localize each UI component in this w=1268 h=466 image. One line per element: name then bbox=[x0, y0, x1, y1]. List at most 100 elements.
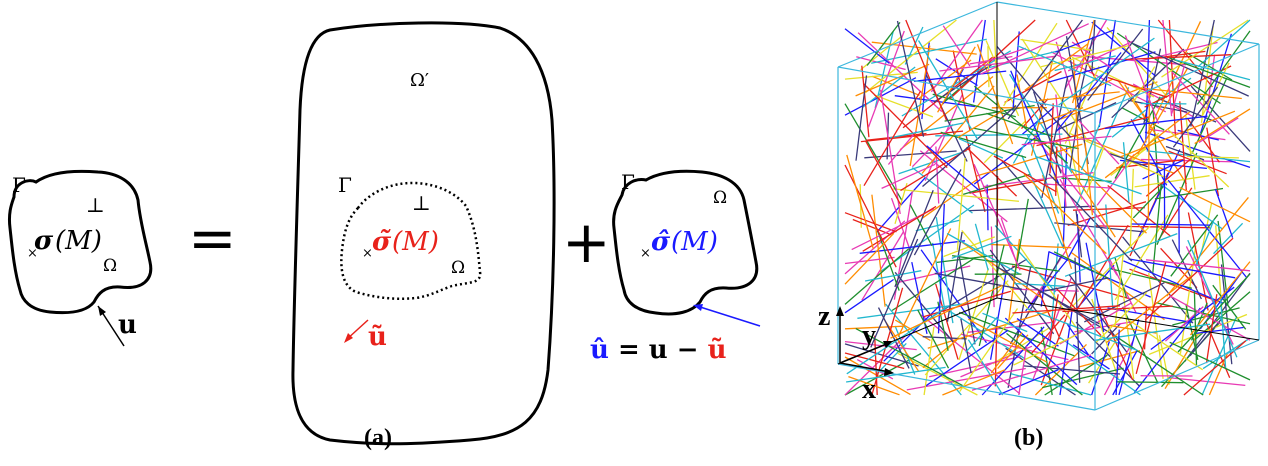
tilde-stress-argument: (M) bbox=[392, 227, 439, 257]
fiber-segment bbox=[956, 157, 966, 250]
fiber-segment bbox=[1189, 319, 1222, 357]
fiber-segment bbox=[1070, 168, 1116, 238]
omega-label: Ω bbox=[103, 256, 117, 276]
fiber-segment bbox=[1137, 68, 1188, 155]
fiber-segment bbox=[971, 354, 1092, 391]
fiber-segment bbox=[1162, 19, 1173, 117]
fiber-segment bbox=[994, 325, 998, 387]
fiber-segment bbox=[1161, 19, 1249, 78]
fiber-segment bbox=[866, 22, 901, 66]
plus-operator: + bbox=[562, 208, 611, 276]
hat-displacement-arrowhead bbox=[693, 304, 703, 311]
fiber-segment bbox=[1064, 232, 1178, 277]
displacement-label: u bbox=[118, 310, 137, 340]
fiber-segment bbox=[1133, 307, 1201, 393]
fiber-segment bbox=[861, 231, 904, 301]
z-axis-label: z bbox=[818, 301, 830, 332]
fiber-segment bbox=[1059, 308, 1074, 396]
fiber-segment bbox=[1059, 336, 1141, 396]
fiber-segment bbox=[1114, 214, 1169, 301]
fiber-segment bbox=[844, 103, 903, 201]
fiber-segment bbox=[1148, 313, 1248, 356]
fiber-segment bbox=[1132, 186, 1164, 219]
fiber-segment bbox=[1186, 52, 1233, 81]
fiber-segment bbox=[946, 232, 1021, 275]
fiber-segment bbox=[996, 45, 1047, 106]
box-edge bbox=[1094, 339, 1260, 411]
fiber-segment bbox=[1115, 329, 1120, 396]
fiber-segment bbox=[1036, 288, 1061, 340]
fiber-segment bbox=[1055, 146, 1058, 196]
fiber-segment bbox=[1196, 30, 1251, 105]
fiber-segment bbox=[864, 150, 957, 159]
fiber-segment bbox=[1040, 251, 1050, 307]
fiber-segment bbox=[1167, 179, 1248, 279]
fiber-segment bbox=[1106, 324, 1157, 334]
body-domain-outline bbox=[8, 169, 153, 315]
fiber-segment bbox=[865, 140, 902, 205]
fiber-segment bbox=[844, 220, 906, 275]
fiber-segment bbox=[917, 40, 979, 140]
fiber-segment bbox=[1074, 257, 1081, 383]
fiber-segment bbox=[959, 308, 1019, 392]
fiber-segment bbox=[846, 305, 949, 375]
bounding-box bbox=[837, 1, 1260, 411]
fiber-segment bbox=[844, 212, 897, 233]
fiber-segment bbox=[1017, 45, 1112, 87]
back-edge bbox=[996, 297, 1260, 341]
fiber-segment bbox=[844, 232, 895, 285]
fiber-segment bbox=[1068, 274, 1128, 353]
fiber-segment bbox=[1054, 52, 1122, 134]
x-axis-label: x bbox=[862, 374, 876, 405]
fiber-segment bbox=[1020, 38, 1093, 51]
fiber-segment bbox=[1055, 29, 1115, 53]
fiber-segment bbox=[937, 46, 976, 113]
fiber-segment bbox=[1198, 117, 1239, 144]
fiber-segment bbox=[855, 63, 930, 97]
fiber-segment bbox=[921, 178, 979, 219]
fiber-segment bbox=[990, 243, 1072, 249]
fiber-segment bbox=[913, 169, 962, 256]
fiber-segment bbox=[1156, 152, 1198, 246]
fiber-segment bbox=[1128, 319, 1204, 371]
fiber-segment bbox=[889, 122, 964, 139]
fiber-segment bbox=[1016, 318, 1059, 347]
panel-a: Γ ⊥ × σ (M) Ω u = Ω′ Γ ⊥ × σ̃ (M) Ω ũ + … bbox=[8, 21, 761, 451]
fiber-segment bbox=[1067, 40, 1135, 72]
fiber-segment bbox=[1017, 243, 1081, 334]
stress-symbol: σ bbox=[34, 226, 54, 256]
equals-operator: = bbox=[188, 204, 237, 272]
fiber-segment bbox=[1168, 376, 1246, 387]
fiber-segment bbox=[1023, 173, 1107, 255]
fiber-segment bbox=[983, 120, 1026, 164]
omega-prime-label: Ω′ bbox=[410, 70, 429, 91]
fiber-segment bbox=[1136, 87, 1242, 100]
fiber-segment bbox=[1144, 65, 1232, 108]
fiber-segment bbox=[995, 265, 1100, 325]
fiber-segment bbox=[1072, 344, 1110, 370]
fiber-segment bbox=[863, 90, 922, 187]
fiber-segment bbox=[1179, 101, 1187, 191]
fiber-segment bbox=[960, 318, 972, 374]
correction-domain-outline bbox=[612, 169, 759, 316]
fiber-segment bbox=[939, 55, 1057, 72]
fiber-segment bbox=[1091, 21, 1156, 77]
fiber-segment bbox=[1148, 273, 1164, 379]
fiber-segment bbox=[1132, 43, 1249, 97]
fiber-segment bbox=[1171, 71, 1230, 135]
fiber-segment bbox=[1044, 183, 1111, 189]
fiber-segment bbox=[1134, 175, 1210, 188]
fiber-segment bbox=[844, 164, 897, 268]
caption-a: (a) bbox=[364, 425, 392, 451]
fiber-segment bbox=[1129, 168, 1134, 246]
fiber-segment bbox=[1187, 239, 1238, 358]
fiber-segment bbox=[997, 334, 1029, 370]
fiber-segment bbox=[1135, 261, 1167, 374]
correction-omega-label: Ω bbox=[713, 188, 727, 208]
fiber-segment bbox=[873, 94, 934, 118]
fiber-segment bbox=[1175, 59, 1251, 81]
fiber-segment bbox=[877, 230, 900, 291]
fiber-segment bbox=[986, 112, 1054, 138]
fiber-segment bbox=[1171, 65, 1185, 114]
fiber-segment bbox=[922, 105, 1017, 187]
